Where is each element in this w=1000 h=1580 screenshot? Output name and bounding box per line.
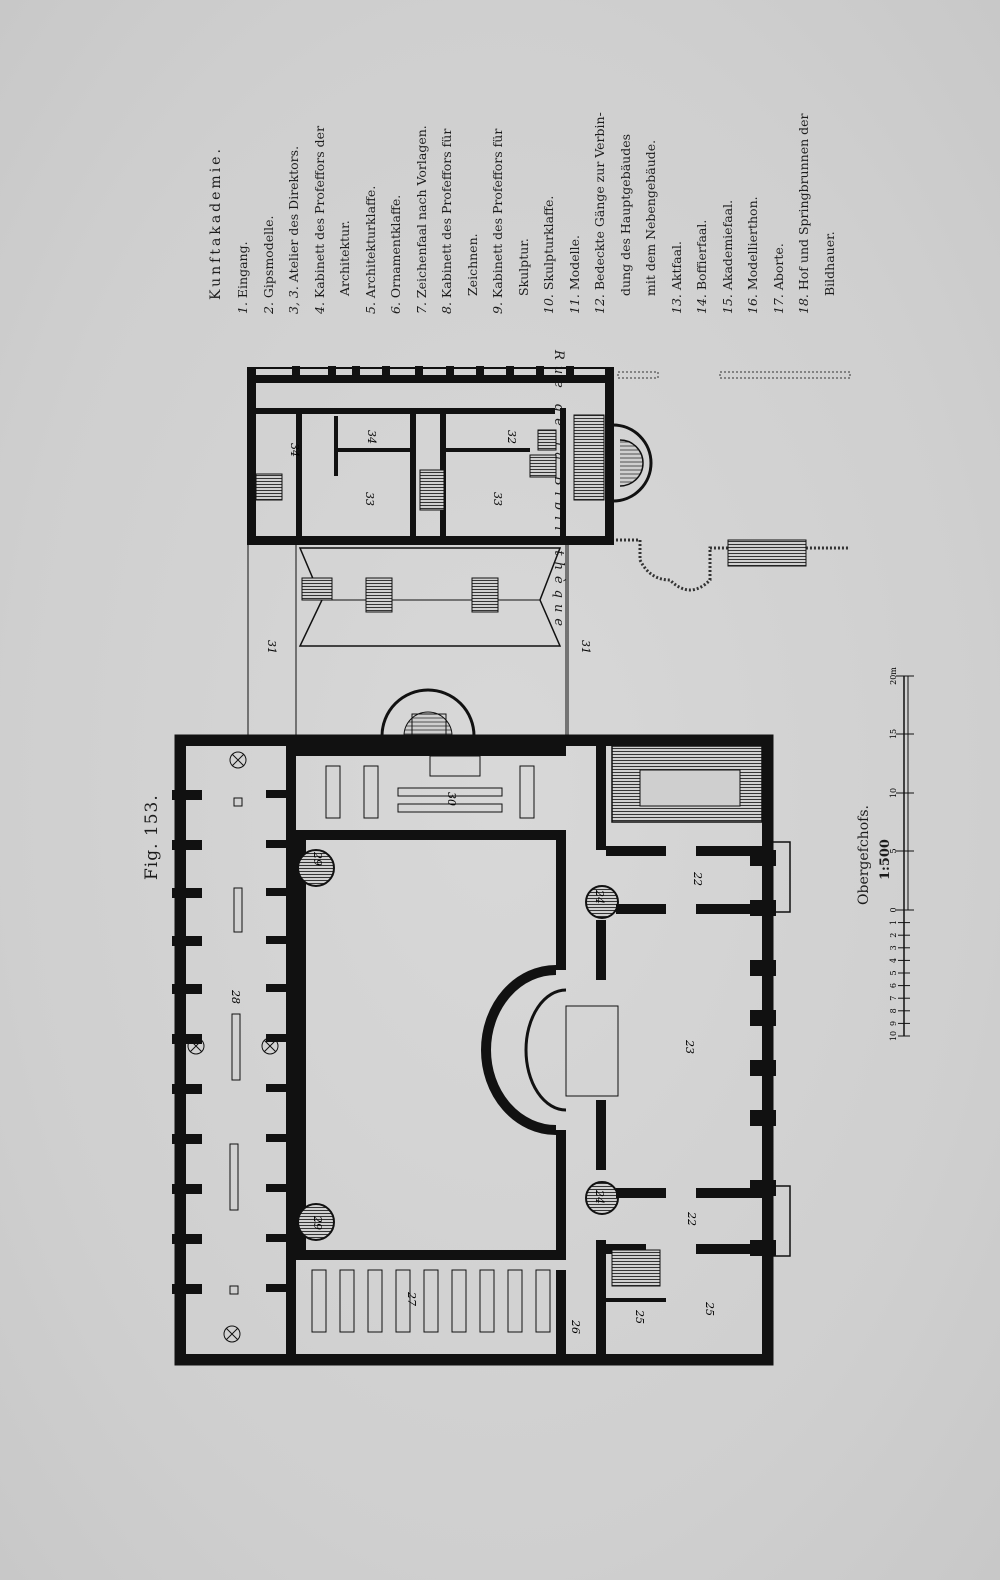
scale-major-label: 20m (889, 667, 898, 685)
room-label-29b: 29 (311, 1215, 324, 1230)
room-label-25b: 25 (703, 1301, 716, 1316)
scale-fine-label: 0 (889, 907, 898, 912)
main-building (172, 734, 791, 1366)
room-label-30: 30 (445, 792, 458, 806)
room-label-22a: 22 (691, 871, 704, 886)
room-label-26: 26 (569, 1319, 582, 1334)
room-label-27: 27 (405, 1291, 418, 1306)
scale-fine-label: 5 (889, 970, 898, 975)
room-label-29: 29 (311, 851, 324, 866)
scale-fine-label: 6 (889, 983, 898, 988)
scale-fine-label: 10 (889, 1031, 898, 1041)
courtyard (247, 538, 850, 737)
room-label-24a: 24 (593, 889, 606, 904)
room-label-24b: 24 (593, 1189, 606, 1204)
room-label-33a: 33 (363, 492, 376, 506)
scale-fine-label: 1 (889, 920, 898, 925)
scale-fine-label: 4 (889, 958, 898, 963)
room-label-31b: 31 (579, 640, 592, 654)
room-label-34a: 34 (288, 443, 301, 457)
scale-bar (896, 675, 914, 1037)
room-label-22b: 22 (685, 1211, 698, 1226)
room-label-25a: 25 (633, 1309, 646, 1324)
scale-major-label: 5 (889, 848, 898, 853)
scale-fine-label: 7 (889, 996, 898, 1001)
room-label-32: 32 (505, 430, 518, 444)
scale-fine-label: 3 (889, 945, 898, 950)
annex-building (247, 366, 653, 545)
room-label-31a: 31 (265, 640, 278, 654)
scale-fine-label: 2 (889, 933, 898, 938)
room-label-34b: 34 (365, 430, 378, 444)
scale-fine-label: 9 (889, 1021, 898, 1026)
room-label-28: 28 (229, 989, 242, 1004)
scale-fine-label: 8 (889, 1008, 898, 1013)
scale-major-label: 15 (889, 729, 898, 739)
room-label-23: 23 (683, 1039, 696, 1054)
scale-major-label: 10 (889, 788, 898, 798)
room-label-33b: 33 (491, 492, 504, 506)
